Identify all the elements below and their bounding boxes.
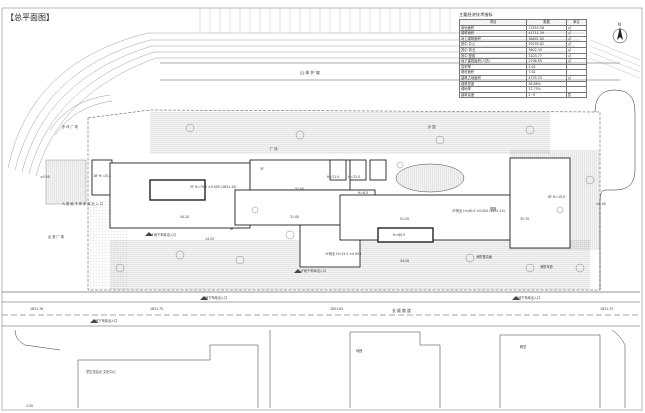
courtyard-label: 庭院 xyxy=(490,206,497,211)
building-label: H=60.5 xyxy=(393,233,405,237)
building-label: H=21.0 xyxy=(327,175,339,179)
building-label: 51.20 xyxy=(400,217,409,221)
building-label: H=8.5 xyxy=(358,191,368,195)
building-label: 44.20 xyxy=(180,215,189,219)
fire-platform-label: 消防登高面 xyxy=(476,254,492,259)
table-cell xyxy=(565,69,588,76)
side-note-left: ±0.00 xyxy=(40,175,50,179)
building-label: 3F xyxy=(260,167,264,171)
table-cell: 层 xyxy=(565,91,588,99)
north-garden xyxy=(150,112,550,154)
table-cell: 26.86% xyxy=(526,80,567,88)
parking-entrance-center-label: 地下车库出入口 xyxy=(95,318,117,323)
building-label: 31.00 xyxy=(290,215,299,219)
side-note-right: ±0.00 xyxy=(596,202,606,206)
courtyard-oval xyxy=(395,163,465,193)
neighbor-buildings xyxy=(14,329,626,408)
gate-plaza-label: 步 坪 广 场 xyxy=(62,124,78,129)
elevation-label: 1831.73 xyxy=(600,307,613,311)
building-label: 44.20 xyxy=(400,259,409,263)
table-cell: 37.75% xyxy=(526,86,567,93)
elevation-label: 1831.76 xyxy=(30,307,43,311)
table-cell: ㎡ xyxy=(565,24,588,32)
slope-hatching xyxy=(199,8,641,79)
building-label: 3F商业 H=60.0 ±0.000 (1831.15) xyxy=(452,208,505,213)
building-east-tower xyxy=(509,157,571,249)
sub-entry-2-label: 1F地下车库出入口 xyxy=(300,268,326,273)
building-label: 8F H=15.5 xyxy=(548,195,565,199)
building-small-1 xyxy=(329,159,347,181)
building-label: 35.70 xyxy=(520,217,529,221)
table-cell xyxy=(565,63,588,71)
parking-entrance-left-label: 地下车库出入口 xyxy=(205,295,227,300)
table-cell: 7.62 xyxy=(526,69,567,76)
entrance-plaza-label: 出 铁 广 场 xyxy=(48,234,64,239)
table-cell: 17855.56 xyxy=(526,24,567,32)
plaza-label: 广 场 xyxy=(270,146,277,151)
landmark-left-label: 学生洗浴点 文化中心 xyxy=(86,369,117,374)
building-small-2 xyxy=(349,159,367,181)
table-header-cell: 数据 xyxy=(526,19,567,26)
north-label: N xyxy=(618,22,621,27)
building-core-1 xyxy=(149,179,206,201)
building-label: H=22.5 xyxy=(348,175,360,179)
slope-lines xyxy=(7,32,620,177)
neighbor-right-label: 教堂 xyxy=(520,344,526,349)
parking-entrance-right-label: 地下车库出入口 xyxy=(518,295,540,300)
elevation-label: 1831.75 xyxy=(150,307,163,311)
building-small-3 xyxy=(369,159,387,181)
road-south-label: 长 顺 路 道 xyxy=(392,308,411,313)
building-label: 3F H=79.5 ±0.000 (1831.15) xyxy=(190,185,237,189)
trees xyxy=(115,123,595,273)
building-label: 52.00 xyxy=(295,187,304,191)
footer-label: 1:20 xyxy=(26,404,33,408)
table-header-row: 项目 数据 单位 xyxy=(458,19,588,26)
building-outlines xyxy=(91,157,571,268)
road-north-label: 山 体 护 坡 xyxy=(300,69,320,75)
building-label: 8F H=15.5 xyxy=(94,174,111,178)
table-cell: 2~9 xyxy=(526,91,567,99)
table-title: 主要经济技术指标 xyxy=(459,12,493,17)
entrance-markers xyxy=(90,232,520,323)
roads xyxy=(2,89,640,327)
north-arrow-icon xyxy=(612,27,628,44)
table-cell xyxy=(565,86,588,93)
sheet-border xyxy=(1,7,643,411)
sheet-title: 【总平面图】 xyxy=(6,13,54,22)
table-header-cell: 单位 xyxy=(565,19,588,26)
fire-lane-label: 消防车道 xyxy=(540,264,554,269)
elevation-label: 1831.84 xyxy=(330,307,343,311)
west-stairs xyxy=(45,94,113,205)
sub-entry-1-label: 1F地下车库出入口 xyxy=(150,232,176,237)
garden-top-label: 步 园 xyxy=(428,124,435,129)
table-cell: 2.05 xyxy=(526,63,567,71)
table-cell: ㎡ xyxy=(565,74,588,82)
neighbor-center-label: 地铁 xyxy=(356,348,363,353)
building-label: 1F商业 H=22.5 ±0.000 xyxy=(325,251,361,256)
building-label: 8F xyxy=(230,227,234,231)
building-core-2 xyxy=(377,227,434,243)
table-cell xyxy=(565,80,588,88)
ground-parking-label: 人 防 地 下 停 车 库 出 入 口 xyxy=(62,201,103,206)
building-label: 14.25 xyxy=(205,237,214,241)
table-cell: 4795.33 xyxy=(526,74,567,82)
